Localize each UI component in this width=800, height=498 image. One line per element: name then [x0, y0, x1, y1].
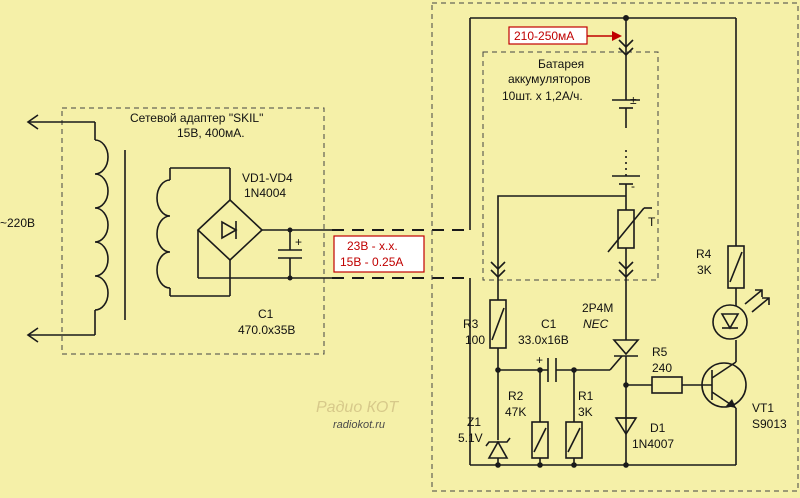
thyristor: 2P4M NEC: [582, 292, 640, 465]
battery-pack: ± -: [612, 18, 640, 210]
adapter-rating: 15В, 400мА.: [177, 126, 245, 140]
watermark-site: radiokot.ru: [333, 419, 385, 431]
capacitor-c1: + C1 33.0x16B: [518, 317, 610, 382]
battery-label-1: Батарея: [538, 57, 584, 71]
z1-name: Z1: [467, 415, 481, 429]
battery-minus: -: [631, 179, 635, 193]
thermistor-label: T: [648, 215, 656, 229]
resistor-r2: R2 47K: [505, 370, 549, 465]
led-indicator: [712, 289, 770, 340]
r1-name: R1: [578, 389, 594, 403]
r5-name: R5: [652, 345, 668, 359]
r5-value: 240: [652, 361, 672, 375]
charge-current: 210-250мА: [514, 29, 574, 43]
bridge-rectifier: [196, 168, 332, 296]
mains-arrow-top: [26, 114, 95, 130]
sense-line: [490, 195, 626, 292]
c1-value: 33.0x16B: [518, 333, 569, 347]
z1-value: 5.1V: [458, 431, 483, 445]
diode-d1: D1 1N4007: [614, 417, 674, 451]
zener-z1: Z1 5.1V: [458, 370, 511, 465]
adapter-cap-label: C1: [258, 307, 274, 321]
adapter-enclosure: [61, 107, 325, 355]
r4-name: R4: [696, 247, 712, 261]
bridge-label: VD1-VD4: [242, 171, 293, 185]
battery-plus: ±: [630, 93, 637, 107]
thyristor-value: NEC: [583, 317, 609, 331]
voltage-callout: 23B - х.х. 15B - 0.25A: [333, 235, 425, 273]
charger-enclosure: [431, 2, 799, 492]
adapter-title: Сетевой адаптер "SKIL": [130, 111, 263, 125]
c1-name: C1: [541, 317, 557, 331]
transformer-secondary: [156, 167, 230, 297]
r3-name: R3: [463, 317, 479, 331]
r2-value: 47K: [505, 405, 526, 419]
resistor-r3: R3 100: [463, 292, 507, 370]
adapter-capacitor: +: [278, 227, 302, 281]
transformer-primary: [94, 122, 109, 335]
r1-value: 3K: [578, 405, 593, 419]
battery-label-2: аккумуляторов: [508, 72, 591, 86]
watermark-logo: Радио КОТ: [316, 399, 399, 416]
current-callout: 210-250мА: [508, 26, 622, 45]
voltage-loaded: 15B - 0.25A: [340, 255, 403, 269]
d1-name: D1: [650, 421, 666, 435]
mains-label: ~220B: [0, 216, 35, 230]
bridge-part: 1N4004: [244, 186, 286, 200]
r3-value: 100: [465, 333, 485, 347]
mains-arrow-bottom: [26, 327, 95, 343]
voltage-no-load: 23B - х.х.: [347, 239, 398, 253]
resistor-r5: R5 240: [626, 345, 712, 394]
vt1-value: S9013: [752, 417, 787, 431]
r4-value: 3K: [697, 263, 712, 277]
cap-plus: +: [536, 353, 543, 367]
battery-label-3: 10шт. х 1,2А/ч.: [502, 89, 583, 103]
battery-enclosure: [482, 51, 659, 281]
resistor-r4: R4 3K: [696, 18, 745, 306]
vt1-name: VT1: [752, 401, 774, 415]
d1-value: 1N4007: [632, 437, 674, 451]
transistor-vt1: VT1 S9013: [701, 340, 787, 465]
thyristor-name: 2P4M: [582, 301, 613, 315]
r2-name: R2: [508, 389, 524, 403]
svg-text:+: +: [295, 235, 302, 249]
thermistor: T: [607, 207, 656, 292]
resistor-r1: R1 3K: [565, 370, 594, 465]
adapter-cap-value: 470.0x35B: [238, 323, 295, 337]
